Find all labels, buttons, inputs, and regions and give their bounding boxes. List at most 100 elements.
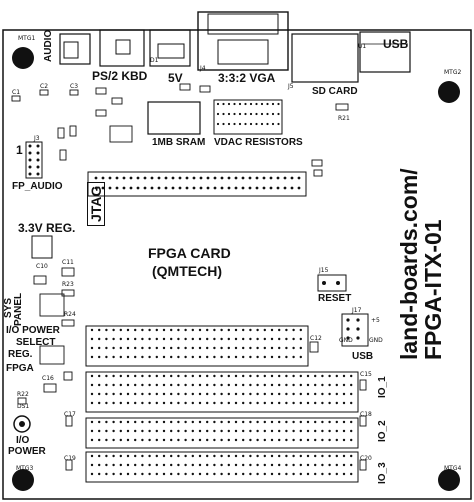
header-pin xyxy=(36,172,40,176)
header-pin xyxy=(191,472,194,476)
header-pin xyxy=(233,102,236,106)
gnd-right-label: GND xyxy=(369,337,383,344)
header-pin xyxy=(90,328,94,332)
header-pin xyxy=(299,463,302,467)
header-pin xyxy=(299,438,302,442)
passive-part xyxy=(311,159,323,167)
header-pin xyxy=(36,144,40,148)
header-pin xyxy=(98,463,101,467)
header-pin xyxy=(141,337,144,341)
header-pin xyxy=(213,463,216,467)
header-pin xyxy=(126,472,130,476)
header-pin xyxy=(141,429,144,433)
header-pin xyxy=(141,346,144,350)
header-pin xyxy=(198,328,202,332)
io-power-select-label-1: I/O POWER xyxy=(6,325,60,336)
header-pin xyxy=(314,463,317,467)
header-pin xyxy=(108,176,112,180)
header-pin xyxy=(321,429,324,433)
passive-part xyxy=(63,371,73,381)
header-pin xyxy=(266,102,269,106)
header-pin xyxy=(255,186,259,190)
header-pin xyxy=(256,355,259,359)
reset-label: RESET xyxy=(318,293,352,304)
audio-jack xyxy=(59,33,91,65)
header-pin xyxy=(198,472,202,476)
header-pin xyxy=(285,454,288,458)
header-pin xyxy=(90,374,94,378)
header-pin xyxy=(148,337,151,341)
header-pin xyxy=(249,383,252,387)
header-pin xyxy=(150,186,154,190)
header-pin xyxy=(155,337,158,341)
header-pin xyxy=(126,392,130,396)
passive-part xyxy=(59,149,67,161)
header-pin xyxy=(249,420,252,424)
header-pin xyxy=(270,374,274,378)
header-pin xyxy=(222,102,225,106)
header-pin xyxy=(134,337,137,341)
header-pin xyxy=(234,337,238,341)
header-pin xyxy=(98,328,101,332)
header-pin xyxy=(299,420,302,424)
header-pin xyxy=(112,454,115,458)
header-pin xyxy=(155,355,158,359)
header-pin xyxy=(292,401,295,405)
header-pin xyxy=(177,472,180,476)
header-pin xyxy=(126,463,130,467)
header-pin xyxy=(328,438,331,442)
header-pin xyxy=(184,454,187,458)
header-pin xyxy=(134,420,137,424)
header-pin xyxy=(220,463,223,467)
header-pin xyxy=(249,463,252,467)
header-pin xyxy=(162,401,166,405)
header-pin xyxy=(105,355,108,359)
header-pin xyxy=(206,328,209,332)
passive-part xyxy=(199,85,211,93)
header-pin xyxy=(119,374,123,378)
header-pin xyxy=(238,112,242,116)
header-pin xyxy=(234,472,238,476)
header-pin xyxy=(242,355,245,359)
r24-label: R24 xyxy=(64,311,76,318)
header-pin xyxy=(105,429,108,433)
header-pin xyxy=(155,438,158,442)
header-pin xyxy=(249,374,252,378)
header-pin xyxy=(119,429,123,433)
header-pin xyxy=(198,438,202,442)
fpga-card-subtitle: (QMTECH) xyxy=(152,263,222,279)
header-pin xyxy=(198,454,202,458)
header-pin xyxy=(242,472,245,476)
header-pin xyxy=(98,355,101,359)
header-pin xyxy=(292,472,295,476)
header-pin xyxy=(213,401,216,405)
header-pin xyxy=(112,355,115,359)
vdac-label: VDAC RESISTORS xyxy=(214,137,303,148)
header-pin xyxy=(263,401,266,405)
header-pin xyxy=(105,346,108,350)
header-pin xyxy=(335,420,338,424)
header-pin xyxy=(278,355,281,359)
header-pin xyxy=(162,472,166,476)
header-pin xyxy=(263,328,266,332)
header-pin xyxy=(198,355,202,359)
header-pin xyxy=(234,401,238,405)
header-pin xyxy=(98,383,101,387)
header-pin xyxy=(270,355,274,359)
header-pin xyxy=(328,383,331,387)
header-pin xyxy=(227,186,231,190)
header-pin xyxy=(90,383,94,387)
header-pin xyxy=(162,429,166,433)
mounting-hole-top-left xyxy=(12,47,34,69)
header-pin xyxy=(164,176,168,180)
header-pin xyxy=(119,383,123,387)
header-pin xyxy=(177,429,180,433)
vga-label: 3:3:2 VGA xyxy=(218,71,276,85)
io-power-label-2: POWER xyxy=(8,446,46,457)
mounting-hole-bottom-left xyxy=(12,469,34,491)
header-pin xyxy=(314,374,317,378)
fpga-select-label: FPGA xyxy=(6,363,34,374)
header-pin xyxy=(191,429,194,433)
header-pin xyxy=(249,112,253,116)
header-pin xyxy=(178,186,182,190)
